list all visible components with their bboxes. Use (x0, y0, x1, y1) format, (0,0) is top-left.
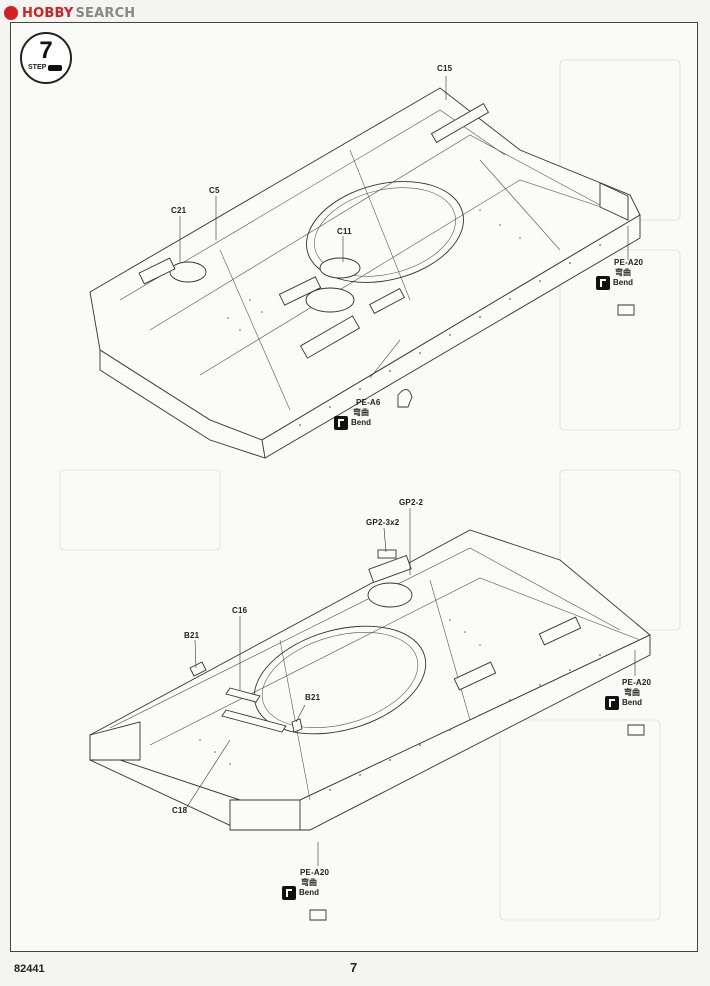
callout-c15: C15 (437, 64, 453, 73)
bend-label-cn: 弯曲 (353, 408, 369, 417)
callout-c16: C16 (232, 606, 248, 615)
b21-part-left (189, 661, 207, 677)
page-number: 7 (350, 960, 358, 975)
top-leader-lines (179, 76, 629, 379)
callout-c5: C5 (209, 186, 220, 195)
pe-a20-part-top (617, 304, 635, 316)
bend-label-en: Bend (351, 418, 371, 427)
bottom-leader-lines (184, 508, 636, 866)
callout-pe-a20-right: PE-A20 (622, 678, 652, 687)
gp2-3x2-part (377, 549, 397, 559)
callout-b21-center: B21 (305, 693, 321, 702)
callout-pe-a20-top: PE-A20 (614, 258, 644, 267)
pe-a6-part (397, 389, 413, 408)
bend-instruction-bottom-right: 弯曲 Bend (605, 688, 642, 710)
bend-icon (605, 696, 619, 710)
callout-gp2-3x2: GP2-3x2 (366, 518, 400, 527)
callout-pe-a6: PE-A6 (356, 398, 381, 407)
callout-c11: C11 (337, 227, 352, 236)
hobbysearch-logo-icon (4, 6, 18, 20)
step-number: 7 (39, 37, 53, 64)
c18-part (221, 709, 287, 733)
callout-c21: C21 (171, 206, 187, 215)
step-label: STEP (28, 64, 47, 71)
bend-label-en: Bend (613, 278, 633, 287)
bend-icon (596, 276, 610, 290)
step-badge: 7 STEP (20, 32, 72, 84)
bend-label-en: Bend (299, 888, 319, 897)
callout-b21-left: B21 (184, 631, 200, 640)
watermark-brand: HOBBY (22, 5, 74, 21)
bend-label-cn: 弯曲 (301, 878, 317, 887)
bottom-hull (89, 529, 651, 831)
kit-number: 82441 (14, 963, 45, 975)
bleed-through-ghost (59, 59, 681, 921)
bend-instruction-top-right: 弯曲 Bend (596, 268, 633, 290)
bend-instruction-bottom: 弯曲 Bend (282, 878, 319, 900)
pe-a20-part-right (627, 724, 645, 736)
pe-a20-part-bottom (309, 909, 327, 921)
tank-icon (48, 65, 62, 71)
watermark-suffix: SEARCH (75, 5, 136, 21)
callout-c18: C18 (172, 806, 188, 815)
bend-icon (334, 416, 348, 430)
bend-icon (282, 886, 296, 900)
callout-pe-a20-bottom: PE-A20 (300, 868, 330, 877)
hobbysearch-watermark: HOBBY SEARCH (4, 4, 135, 22)
bend-label-en: Bend (622, 698, 642, 707)
callout-gp2-2: GP2-2 (399, 498, 424, 507)
bend-label-cn: 弯曲 (615, 268, 631, 277)
top-hull (89, 87, 641, 459)
bend-instruction-top-left: 弯曲 Bend (334, 408, 371, 430)
c16-part (225, 687, 261, 703)
bend-label-cn: 弯曲 (624, 688, 640, 697)
